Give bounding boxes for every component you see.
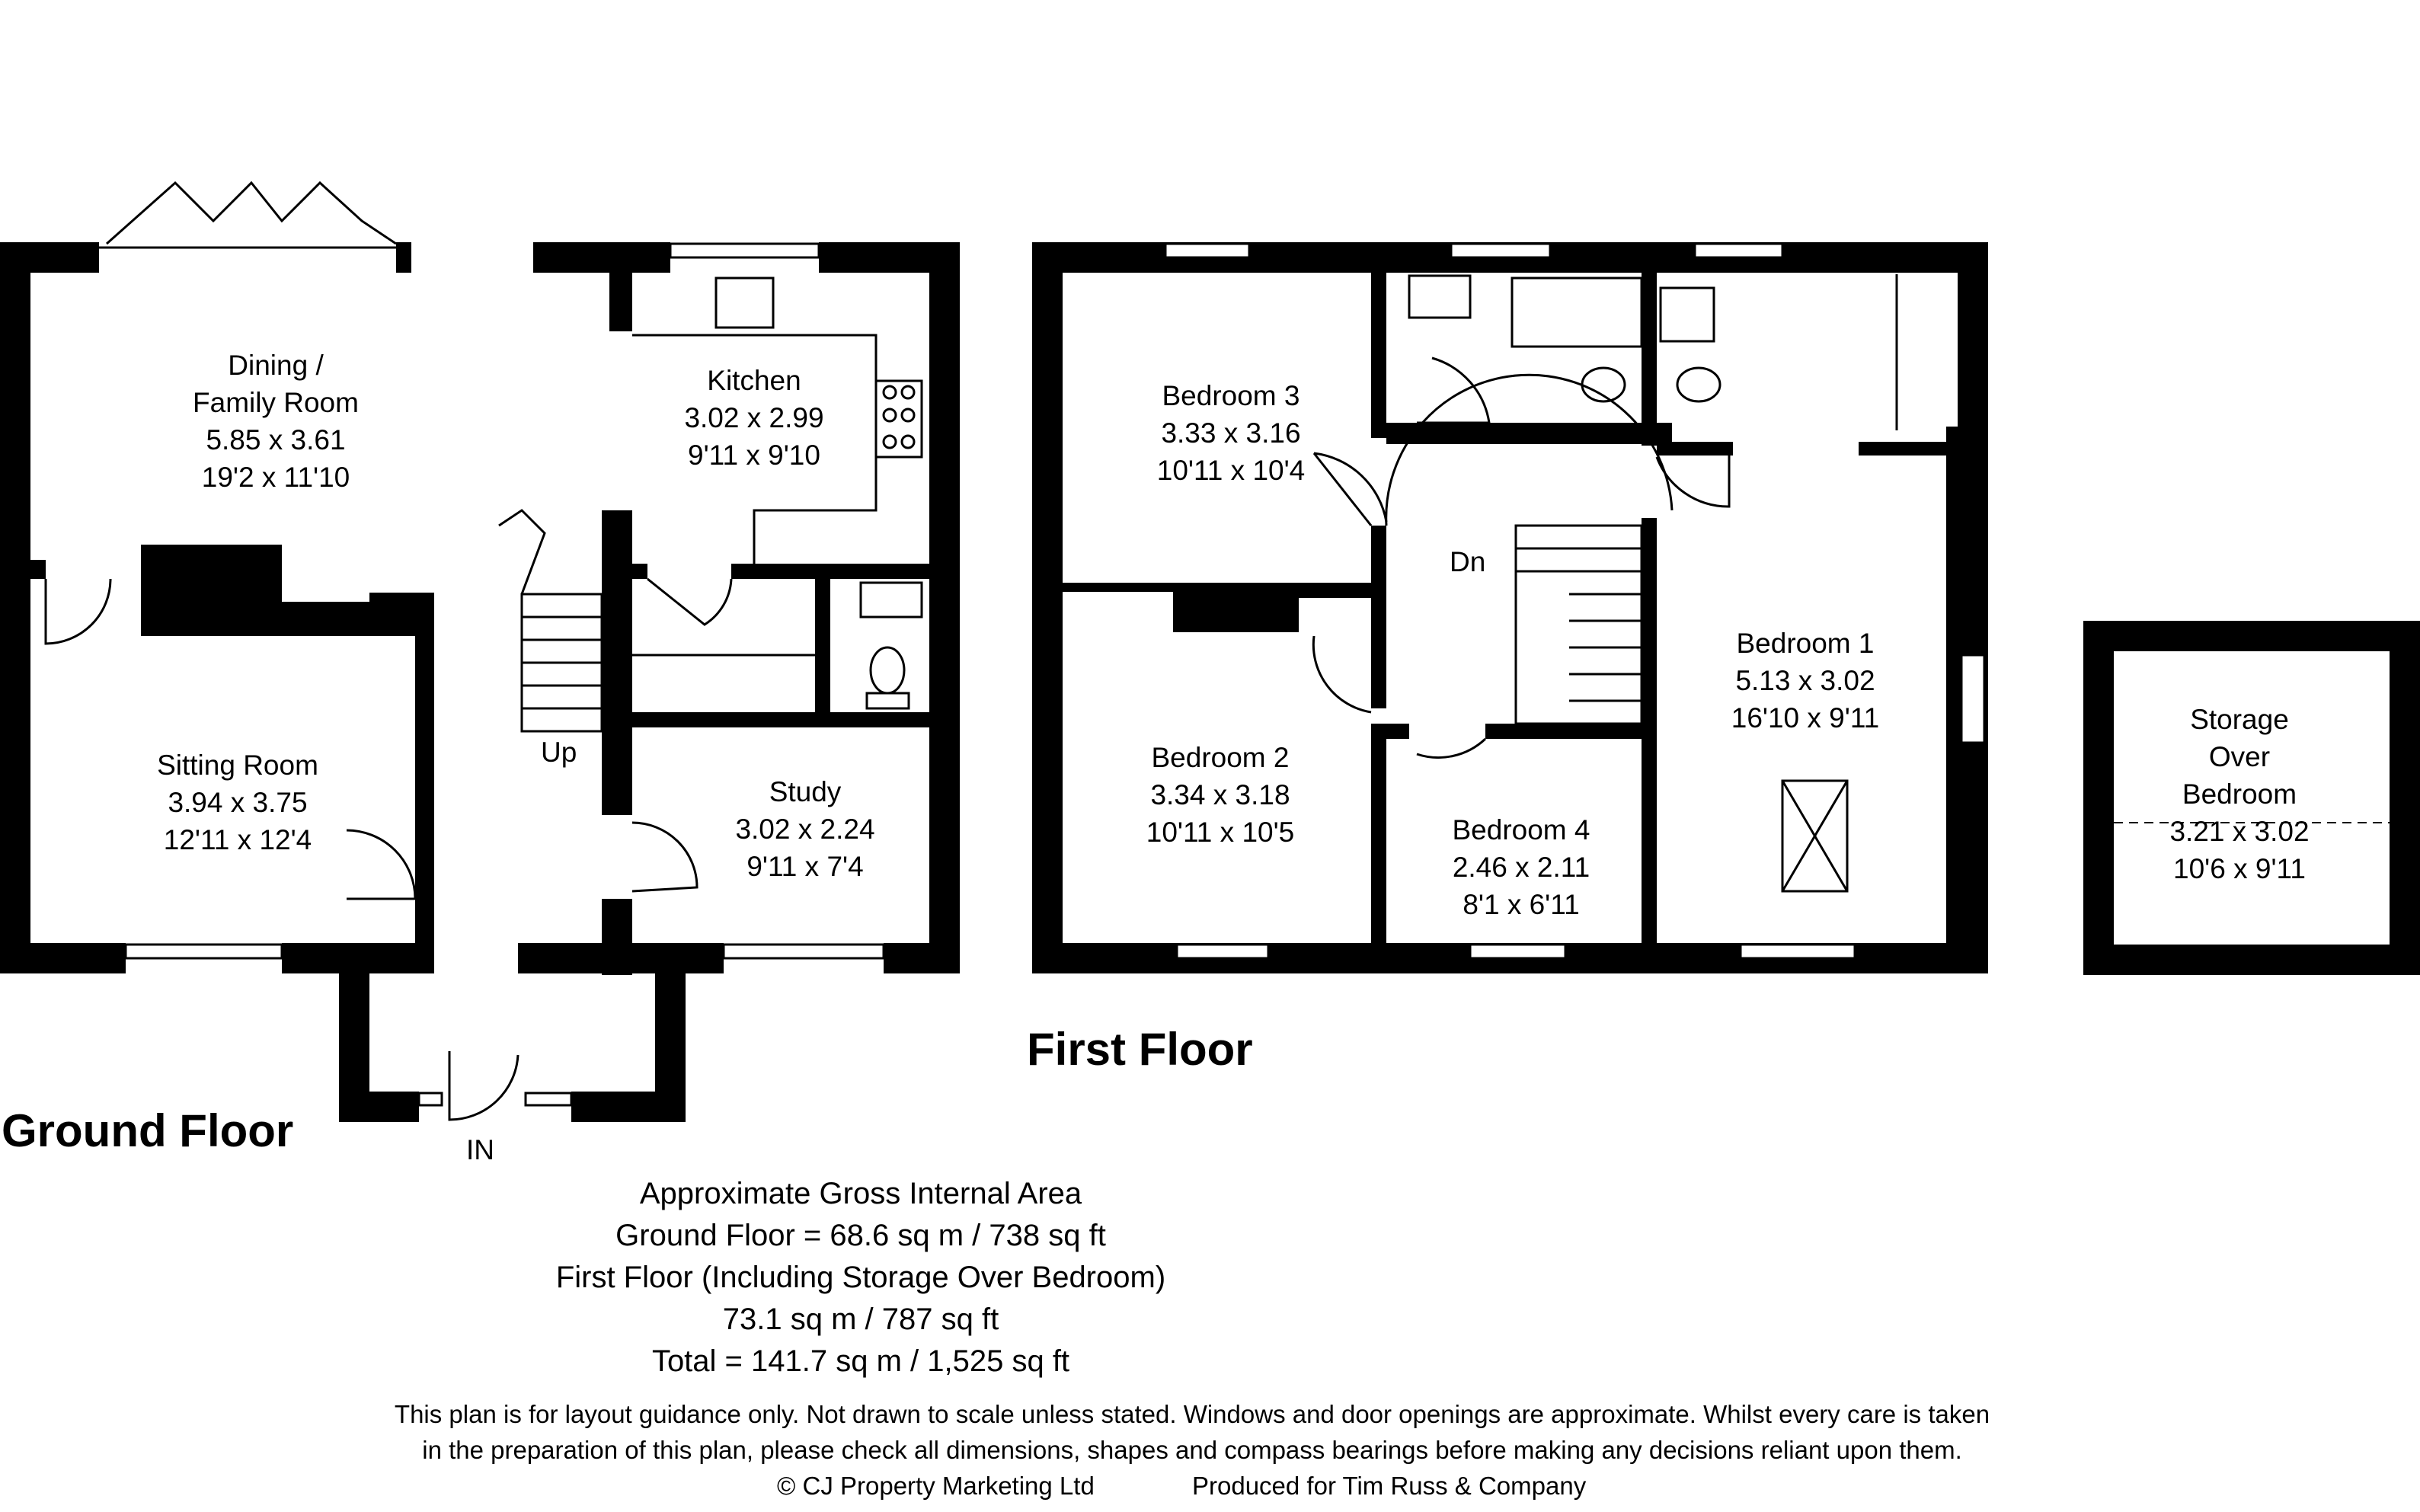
area-line-4: 73.1 sq m / 787 sq ft — [723, 1303, 999, 1336]
room-label-bed2-line-2: 10'11 x 10'5 — [1146, 817, 1295, 848]
room-label-bed1-line-1: 5.13 x 3.02 — [1735, 665, 1875, 696]
area-line-1: Approximate Gross Internal Area — [640, 1177, 1082, 1210]
stairs-up-label: Up — [541, 737, 577, 768]
area-summary: Approximate Gross Internal Area Ground F… — [556, 1177, 1165, 1378]
room-label-bed4-line-1: 2.46 x 2.11 — [1453, 852, 1590, 883]
room-label-bed2-line-1: 3.34 x 3.18 — [1150, 779, 1290, 810]
room-label-sitting-line-2: 12'11 x 12'4 — [164, 824, 312, 855]
first-floor-title: First Floor — [1027, 1024, 1253, 1075]
room-label-dining-line-0: Dining / — [228, 350, 324, 381]
area-line-2: Ground Floor = 68.6 sq m / 738 sq ft — [615, 1219, 1106, 1252]
copyright-text: © CJ Property Marketing Ltd — [777, 1472, 1095, 1500]
room-label-study-line-1: 3.02 x 2.24 — [735, 814, 874, 845]
first-floor-plan — [1032, 242, 2420, 975]
room-label-study-line-2: 9'11 x 7'4 — [746, 851, 863, 882]
disclaimer: This plan is for layout guidance only. N… — [395, 1400, 1990, 1500]
room-label-bed1-line-0: Bedroom 1 — [1737, 628, 1875, 659]
room-label-storage-line-2: Bedroom — [2182, 778, 2297, 810]
room-label-bed4-line-0: Bedroom 4 — [1453, 814, 1590, 846]
room-label-storage-line-1: Over — [2209, 741, 2270, 772]
room-labels: Dining / Family Room 5.85 x 3.61 19'2 x 11'… — [157, 350, 2309, 920]
room-label-storage-line-3: 3.21 x 3.02 — [2169, 816, 2309, 847]
room-label-bed4-line-2: 8'1 x 6'11 — [1463, 889, 1579, 920]
room-label-sitting-line-0: Sitting Room — [157, 750, 318, 781]
area-line-5: Total = 141.7 sq m / 1,525 sq ft — [652, 1344, 1069, 1378]
room-label-sitting-line-1: 3.94 x 3.75 — [168, 787, 307, 818]
room-label-bed2-line-0: Bedroom 2 — [1152, 742, 1290, 773]
room-label-storage-line-4: 10'6 x 9'11 — [2173, 853, 2306, 884]
room-label-bed3-line-1: 3.33 x 3.16 — [1161, 417, 1300, 449]
room-label-study-line-0: Study — [769, 776, 842, 807]
ground-floor-plan — [0, 181, 960, 1122]
room-label-kitchen-line-0: Kitchen — [707, 365, 801, 396]
room-label-dining-line-1: Family Room — [193, 387, 359, 418]
room-label-dining-line-3: 19'2 x 11'10 — [202, 462, 350, 493]
disclaimer-line-1: This plan is for layout guidance only. N… — [395, 1400, 1990, 1428]
room-label-bed3-line-0: Bedroom 3 — [1162, 380, 1300, 411]
room-label-dining-line-2: 5.85 x 3.61 — [206, 424, 345, 456]
room-label-bed1-line-2: 16'10 x 9'11 — [1731, 702, 1880, 734]
disclaimer-line-2: in the preparation of this plan, please … — [422, 1436, 1962, 1464]
room-label-kitchen-line-1: 3.02 x 2.99 — [684, 402, 823, 433]
stairs-down-label: Dn — [1450, 546, 1485, 577]
area-line-3: First Floor (Including Storage Over Bedr… — [556, 1261, 1165, 1294]
ground-floor-title: Ground Floor — [2, 1105, 293, 1156]
entrance-label: IN — [466, 1134, 494, 1165]
produced-for-text: Produced for Tim Russ & Company — [1192, 1472, 1587, 1500]
room-label-bed3-line-2: 10'11 x 10'4 — [1157, 455, 1306, 486]
room-label-kitchen-line-2: 9'11 x 9'10 — [688, 440, 820, 471]
room-label-storage-line-0: Storage — [2190, 704, 2289, 735]
